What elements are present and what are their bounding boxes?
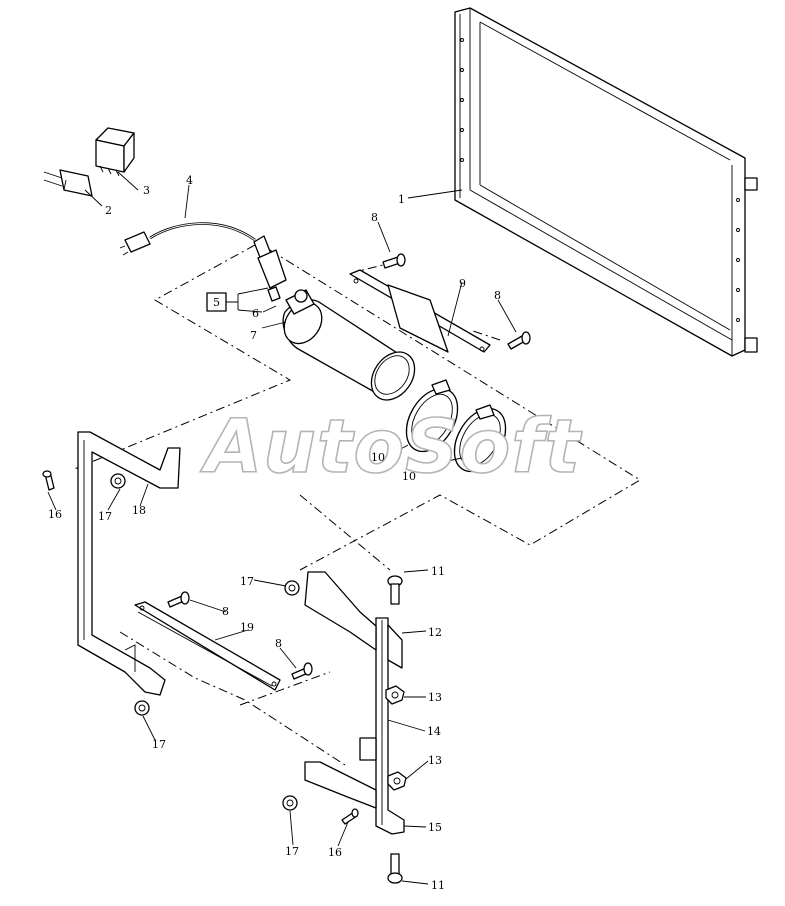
callout-5: 5 (213, 296, 220, 309)
receiver-drier (282, 289, 416, 401)
bolt-upper-right (507, 331, 531, 350)
callout-15: 15 (428, 821, 442, 834)
assembly-outline (71, 244, 641, 766)
nut-17-c (284, 580, 300, 596)
pressure-switch-cable (119, 222, 287, 302)
callout-1: 1 (398, 193, 405, 206)
condenser-radiator (454, 7, 758, 357)
callout-10-b: 10 (402, 470, 416, 483)
bolt-11-top (387, 575, 403, 605)
bolt-8-lower-b (291, 662, 313, 680)
watermark-text: AutoSoft (200, 404, 582, 490)
callout-16-left: 16 (48, 508, 62, 521)
callout-16-bottom: 16 (328, 846, 342, 859)
nut-13-upper (385, 685, 405, 705)
callout-4: 4 (186, 174, 193, 187)
cross-strap (134, 601, 281, 691)
callout-3: 3 (143, 184, 150, 197)
callout-11-top: 11 (431, 565, 445, 578)
callout-8-lower-right: 8 (275, 637, 282, 650)
callout-12: 12 (428, 626, 442, 639)
callout-8-right: 8 (494, 289, 501, 302)
callout-6: 6 (252, 307, 259, 320)
callout-17-left: 17 (152, 738, 166, 751)
hose-clamp-2 (453, 404, 507, 473)
callout-13-upper: 13 (428, 691, 442, 704)
callout-numbers: 1 2 3 4 5 6 7 8 8 8 8 9 10 10 11 11 12 1… (48, 174, 501, 892)
callout-2: 2 (105, 204, 112, 217)
callout-13-lower: 13 (428, 754, 442, 767)
bracket-left (77, 431, 181, 696)
callout-18: 18 (132, 504, 146, 517)
nut-17-d (282, 795, 298, 811)
drier-bracket (349, 269, 491, 353)
callout-9: 9 (459, 277, 466, 290)
callout-19: 19 (240, 621, 254, 634)
leader-lines (47, 171, 517, 885)
callout-17-bottom: 17 (285, 845, 299, 858)
screw-16-a (42, 470, 55, 491)
bracket-right (304, 571, 405, 835)
reference-box (206, 287, 269, 313)
nut-13-lower (387, 771, 407, 791)
callout-8-top: 8 (371, 211, 378, 224)
callout-17-middle: 17 (240, 575, 254, 588)
electrical-connector (43, 169, 93, 197)
condenser-side-holes (460, 38, 740, 322)
bolt-upper-left (382, 253, 406, 269)
nut-17-b (134, 700, 150, 716)
hose-clamp-1 (405, 379, 459, 453)
callout-10-a: 10 (371, 451, 385, 464)
callout-7: 7 (250, 329, 257, 342)
bolt-11-bottom (387, 853, 403, 884)
callout-14: 14 (427, 725, 441, 738)
callout-8-lower-left: 8 (222, 605, 229, 618)
nut-17-a (110, 473, 126, 489)
screw-16-b (341, 808, 359, 825)
bolt-8-lower-a (167, 591, 190, 608)
relay (95, 127, 135, 177)
callout-17-top: 17 (98, 510, 112, 523)
callout-11-bottom: 11 (431, 879, 445, 892)
